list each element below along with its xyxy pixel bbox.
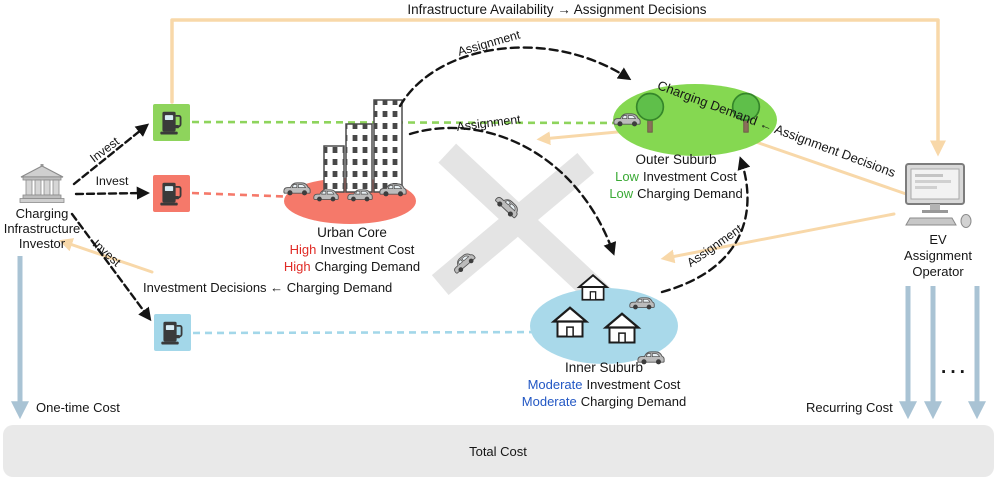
ev-charger-icon-green <box>153 104 190 141</box>
inner-demand-level: Moderate <box>522 394 577 409</box>
infrastructure-availability-flow-arrow <box>170 18 947 157</box>
outer-demand-level: Low <box>609 186 633 201</box>
investment-feedback-arrow <box>58 238 154 274</box>
investor-label-line1: Charging <box>16 206 69 221</box>
investor-label-line3: Investor <box>19 236 66 251</box>
inner-name: Inner Suburb <box>565 360 643 375</box>
inner-cost-level: Moderate <box>528 377 583 392</box>
inner-demand-label: Moderate Charging Demand <box>522 394 686 409</box>
investor-label-line2: Infrastructure <box>4 221 81 236</box>
urban-demand-level: High <box>284 259 311 274</box>
recurring-cost-label: Recurring Cost <box>806 400 893 415</box>
urban-cost-text: Investment Cost <box>320 242 414 257</box>
computer-icon <box>905 163 972 228</box>
city-buildings-icon <box>323 99 403 193</box>
assignment-label-1: Assignment <box>456 27 522 58</box>
road-diagonal-1 <box>438 143 632 327</box>
invest-arrow-2 <box>74 186 150 200</box>
charging-demand-feedback-arrow-lower <box>660 212 896 264</box>
urban-cost-level: High <box>290 242 317 257</box>
ev-charger-icon-red <box>153 175 190 212</box>
car-icon <box>283 182 311 196</box>
assignment-arrow-2 <box>408 126 617 256</box>
urban-demand-text: Charging Demand <box>315 259 421 274</box>
investment-feedback-label: Investment Decisions ← Charging Demand <box>143 280 392 295</box>
recurring-cost-ellipsis: ··· <box>941 362 969 383</box>
bank-icon <box>19 164 65 204</box>
station-link-red <box>191 191 299 199</box>
inner-demand-text: Charging Demand <box>581 394 687 409</box>
operator-label-line2: Assignment <box>904 248 972 263</box>
operator-label-line1: EV <box>929 232 947 247</box>
assignment-arrow-3 <box>660 156 751 294</box>
outer-demand-label: Low Charging Demand <box>609 186 742 201</box>
inner-cost-text: Investment Cost <box>586 377 680 392</box>
station-link-blue <box>192 330 561 335</box>
urban-demand-label: High Charging Demand <box>284 259 420 274</box>
invest-arrow-1 <box>72 123 150 186</box>
ev-charger-icon-blue <box>154 314 191 351</box>
one-time-cost-label: One-time Cost <box>36 400 120 415</box>
outer-demand-text: Charging Demand <box>637 186 743 201</box>
operator-label: EV Assignment Operator <box>904 232 972 279</box>
top-flow-label: Infrastructure Availability → Assignment… <box>407 2 706 17</box>
total-cost-label: Total Cost <box>469 444 527 459</box>
assignment-arrow-1 <box>398 46 632 108</box>
outer-name: Outer Suburb <box>635 152 716 167</box>
invest-label-2: Invest <box>96 174 129 188</box>
invest-arrow-3 <box>70 212 152 322</box>
outer-cost-text: Investment Cost <box>643 169 737 184</box>
operator-label-line3: Operator <box>912 264 964 279</box>
investor-label: Charging Infrastructure Investor <box>4 206 81 251</box>
station-link-green <box>191 120 619 125</box>
outer-cost-label: Low Investment Cost <box>615 169 737 184</box>
assignment-label-2: Assignment <box>456 112 522 134</box>
outer-cost-level: Low <box>615 169 639 184</box>
urban-name: Urban Core <box>317 225 387 240</box>
total-cost-bar <box>3 425 994 477</box>
